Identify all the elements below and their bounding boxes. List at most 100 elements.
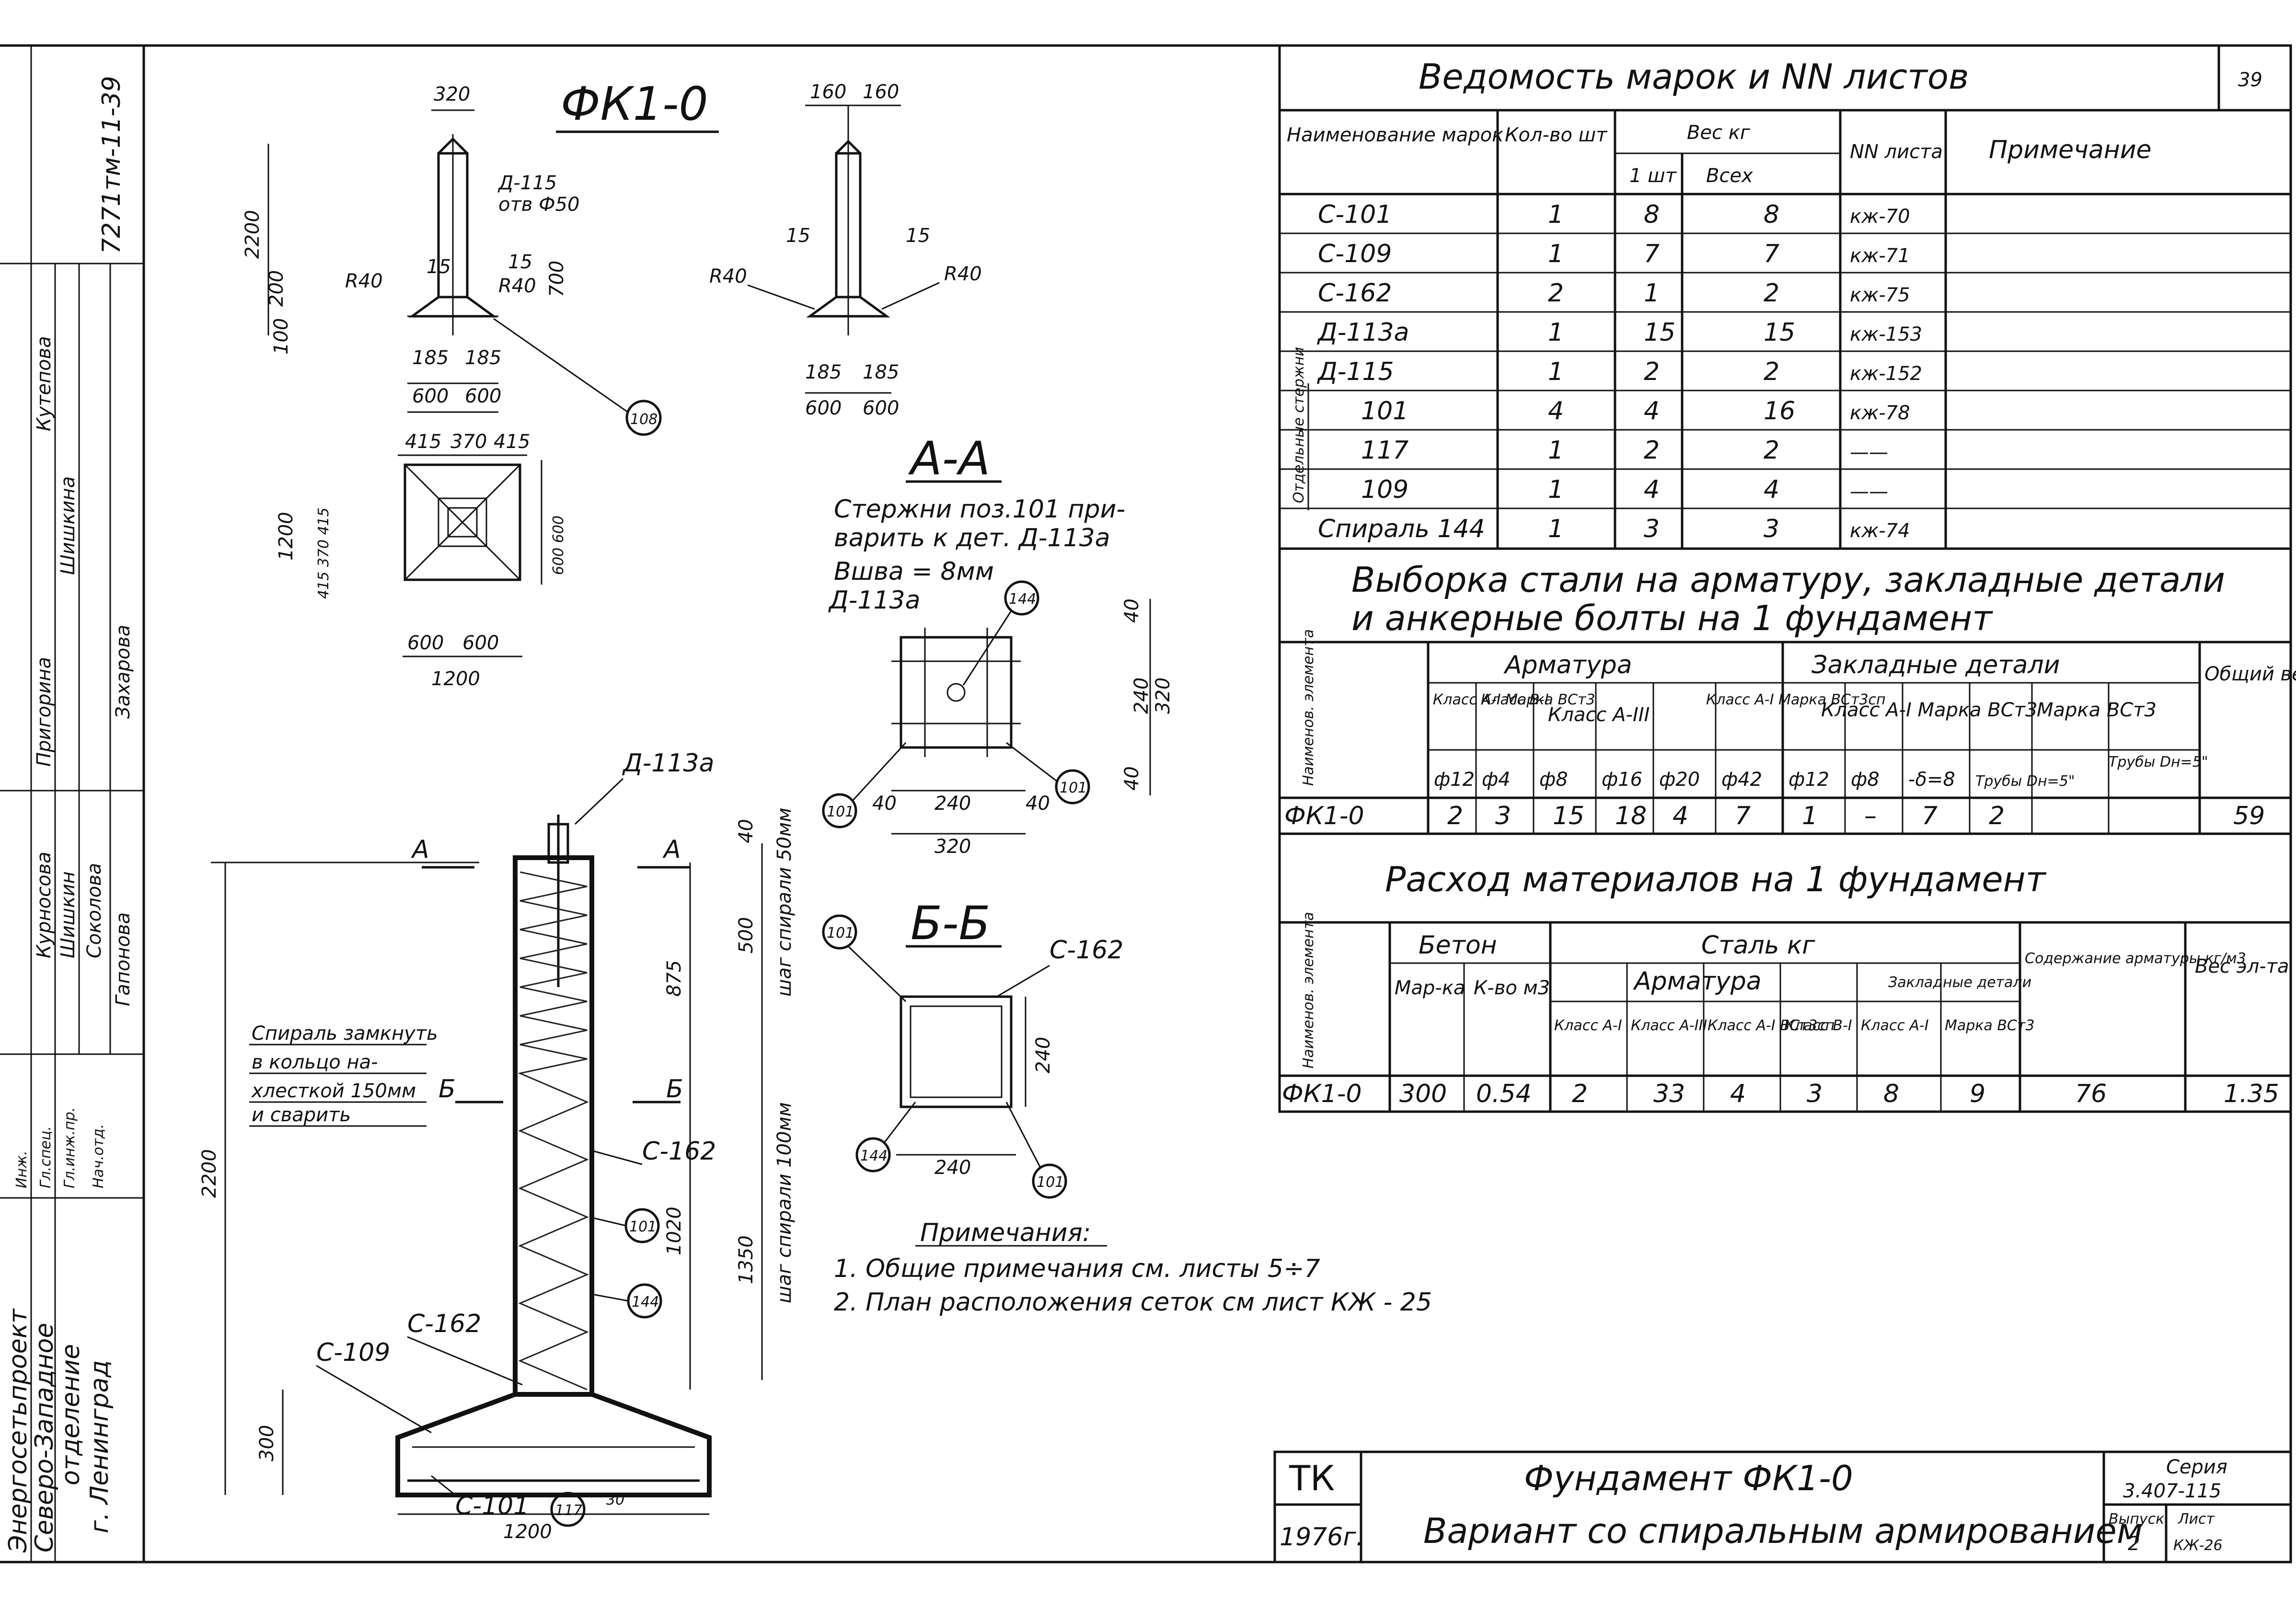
side-185a: 185 (805, 361, 842, 383)
stamp-org-1: Энергосетьпроект (4, 1308, 33, 1553)
elev-40: 40 (735, 819, 757, 843)
spiral-note-2: в кольцо на- (252, 1051, 378, 1073)
elev-30: 30 (606, 1492, 624, 1508)
plan-370: 370 (450, 431, 487, 453)
sheet-row-qty: 1 (1548, 240, 1564, 268)
sec-aa-pos101a: 101 (827, 804, 854, 820)
sl-group-label: Отдельные стержни (1291, 347, 1307, 503)
sec-aa-40v2: 40 (1121, 766, 1143, 791)
ss-title1: Выборка стали на арматуру, закладные дет… (1351, 560, 2225, 600)
stamp-org-3: отделение (57, 1344, 85, 1485)
section-bb: Б-Б С-162 101 144 101 240 240 (822, 897, 1123, 1199)
materials-row-value: 9 (1970, 1080, 1985, 1108)
sheet-row-name: С-162 (1318, 279, 1392, 308)
sl-h-total: Всех (1706, 165, 1753, 187)
sec-aa-weld: Вшва = 8мм (834, 557, 994, 586)
side-600b: 600 (863, 397, 899, 419)
materials-row-value: 2 (1572, 1080, 1588, 1108)
notes-item-1: 1. Общие примечания см. листы 5÷7 (834, 1254, 1320, 1283)
ss-h-emb2: Марка ВСт3 (2037, 699, 2157, 721)
steel-row-value: 4 (1673, 802, 1688, 830)
sec-aa-note-2: варить к дет. Д-113а (834, 524, 1110, 552)
plan-view: 415 370 415 1200 415 370 415 600 600 600… (275, 431, 567, 690)
mt-title: Расход материалов на 1 фундамент (1385, 859, 2047, 899)
sec-bb-c162: С-162 (1050, 936, 1123, 965)
dim-15a: 15 (427, 256, 451, 278)
elev-1200: 1200 (503, 1521, 552, 1543)
sheet-row-name: Спираль 144 (1318, 515, 1485, 543)
sheet-row-qty: 1 (1548, 357, 1564, 386)
sheet-row-sheet: кж-78 (1850, 402, 1910, 424)
sec-a-right: А (662, 835, 681, 864)
materials-row-name: ФК1-0 (1282, 1080, 1362, 1108)
stamp-code: 7271тм-11-39 (97, 76, 126, 254)
mt-h-content: Содержание арматуры кг/м3 (2025, 950, 2246, 967)
steel-diam: ф8 (1851, 769, 1880, 791)
sec-aa-240: 240 (935, 793, 971, 815)
sheet-row-w1: 7 (1644, 240, 1660, 268)
materials-col-header: Класс А-I (1554, 1017, 1622, 1034)
sheet-row-name: 117 (1361, 436, 1408, 465)
sheet-row-sheet: кж-74 (1850, 520, 1910, 542)
sl-h-weight: Вес кг (1687, 122, 1751, 144)
elev-500: 500 (735, 917, 757, 954)
sheet-row-qty: 1 (1548, 318, 1564, 347)
stamp-role-1: Инж. (13, 1150, 30, 1188)
sheet-row-name: С-109 (1318, 240, 1392, 268)
tb-issue-label: Выпуск (2109, 1511, 2164, 1528)
side-160b: 160 (863, 81, 899, 103)
sec-aa-40a: 40 (872, 793, 897, 815)
sheet-row-name: Д-113а (1317, 318, 1409, 347)
steel-diam: ф12 (1434, 769, 1475, 791)
sec-aa-320v: 320 (1152, 678, 1174, 714)
sec-aa-pos144: 144 (1009, 591, 1036, 608)
sheet-list-table: Ведомость марок и NN листов 39 Наименова… (1278, 44, 2292, 550)
materials-row-value: 300 (1399, 1080, 1447, 1108)
dim-2200: 2200 (242, 210, 264, 259)
sl-h-name: Наименование марок (1287, 124, 1503, 146)
sec-a-left: А (411, 835, 429, 864)
title-block: ТК 1976г. Фундамент ФК1-0 Вариант со спи… (1273, 1450, 2292, 1564)
mt-h-emb: Закладные детали (1888, 974, 2031, 991)
materials-table: Расход материалов на 1 фундамент Наимено… (1278, 832, 2296, 1113)
sheet-row-qty: 1 (1548, 200, 1564, 229)
mt-h-steel: Сталь кг (1701, 931, 1815, 960)
steel-row-value: 18 (1615, 802, 1647, 830)
sheet-row-wall: 8 (1764, 200, 1779, 229)
steel-selection-table: Выборка стали на арматуру, закладные дет… (1278, 547, 2296, 835)
sec-bb-pos101a: 101 (827, 925, 854, 942)
steel-row-value: 2 (1989, 802, 2005, 830)
side-r40b: R40 (944, 263, 982, 285)
sl-h-qty: Кол-во шт (1505, 124, 1608, 146)
side-185b: 185 (863, 361, 899, 383)
sec-aa-320: 320 (935, 836, 971, 858)
notes: Примечания: 1. Общие примечания см. лист… (834, 1219, 1432, 1317)
sec-b-left: Б (438, 1075, 456, 1104)
elev-1350: 1350 (735, 1235, 757, 1284)
sheet-row-qty: 1 (1548, 475, 1564, 504)
stamp-name-6: Соколова (83, 863, 105, 958)
sl-h-per-unit: 1 шт (1629, 165, 1677, 187)
plan-415a: 415 (405, 431, 441, 453)
steel-row-value: 3 (1495, 802, 1511, 830)
tb-series: 3.407-115 (2123, 1480, 2221, 1502)
steel-row-name: ФК1-0 (1284, 802, 1364, 830)
sheet-row-sheet: кж-152 (1850, 363, 1922, 385)
sec-bb-240: 240 (935, 1157, 971, 1179)
ss-h-element: Наименов. элемента (1300, 629, 1317, 786)
stamp-name-7: Гапонова (112, 912, 134, 1006)
tb-issue: 2 (2128, 1533, 2140, 1555)
label-c162-lower: С-162 (407, 1310, 481, 1338)
sheet-list-title: Ведомость марок и NN листов (1419, 57, 1969, 97)
tb-series-label: Серия (2166, 1456, 2227, 1478)
ss-h-class2: Класс В-I (1481, 691, 1549, 708)
sheet-row-name: С-101 (1318, 200, 1392, 229)
sheet-row-qty: 4 (1548, 397, 1564, 425)
sheet-row-sheet: кж-71 (1850, 245, 1910, 267)
pos-108: 108 (630, 411, 658, 428)
sheet-row-sheet: кж-153 (1850, 323, 1922, 345)
sheet-row-wall: 7 (1764, 240, 1779, 268)
plan-small-v: 415 370 415 (315, 507, 332, 599)
